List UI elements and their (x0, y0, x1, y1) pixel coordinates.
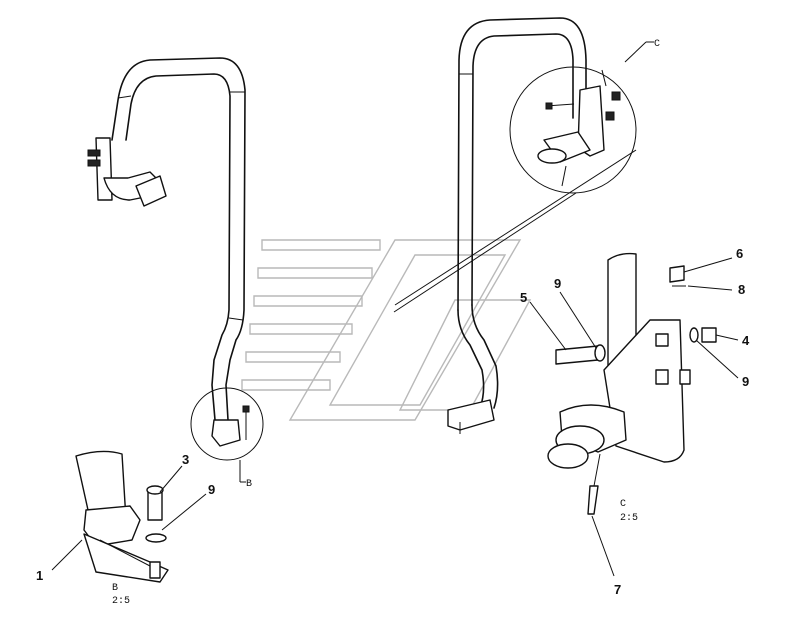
callout-9-center: 9 (554, 276, 561, 291)
callout-9-left: 9 (208, 482, 215, 497)
leader-line-2 (394, 149, 637, 306)
detail-c-scale: 2:5 (620, 513, 638, 524)
detail-b-scale: 2:5 (112, 596, 130, 607)
detail-c-circle: C (509, 39, 660, 194)
callout-1: 1 (36, 568, 43, 583)
callout-5: 5 (520, 290, 527, 305)
detail-b-label: B (112, 583, 118, 594)
detail-b-circle: B (190, 387, 264, 490)
detail-b-view (75, 450, 169, 583)
callout-6: 6 (736, 246, 743, 261)
callout-leaders (51, 257, 739, 577)
handrail-center (447, 17, 587, 434)
handrail-left (87, 57, 246, 421)
callout-7: 7 (614, 582, 621, 597)
detail-b-marker: B (246, 479, 252, 490)
callout-3: 3 (182, 452, 189, 467)
detail-c-label: C (620, 499, 626, 510)
detail-c-marker: C (654, 39, 660, 50)
watermark-logo (241, 239, 532, 421)
leader-line-1 (393, 192, 577, 313)
callout-9-right: 9 (742, 374, 749, 389)
callout-4: 4 (742, 333, 750, 348)
callout-8: 8 (738, 282, 745, 297)
detail-c-view (547, 252, 717, 515)
